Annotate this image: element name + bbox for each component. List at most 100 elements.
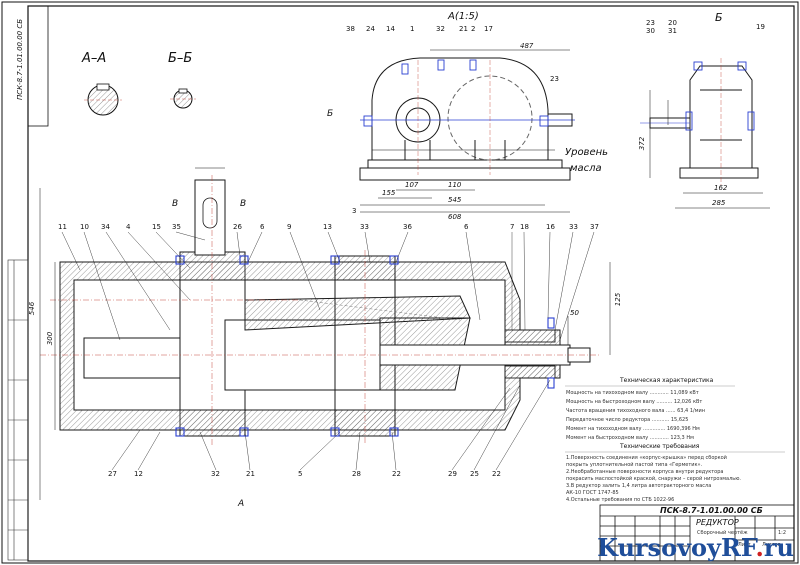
- title-block-code: ПСК-8.7-1.01.00.00 СБ: [660, 506, 763, 515]
- callout-32: 32: [211, 470, 220, 478]
- callout-7: 7: [510, 223, 515, 231]
- spec-line-5: Момент на тихоходном валу ..............…: [566, 426, 700, 432]
- callout-f-23: 23: [550, 75, 559, 83]
- dim-107: 107: [405, 181, 419, 189]
- callout-27: 27: [108, 470, 117, 478]
- view-b-label: Б: [715, 11, 723, 24]
- dim-285: 285: [712, 199, 726, 207]
- side-dimensions: [649, 90, 770, 209]
- callout-leaders: [61, 231, 595, 471]
- oil-level-label-2: масла: [570, 163, 602, 174]
- callout-33b: 33: [569, 223, 578, 231]
- section-aa: [84, 83, 122, 116]
- dim-608: 608: [448, 213, 462, 221]
- plan-section: [40, 175, 600, 445]
- spec-line-2: Мощность на быстроходном валу ..........…: [566, 399, 703, 405]
- callout-34: 34: [101, 223, 110, 231]
- callout-13: 13: [323, 223, 332, 231]
- req-line-2: покрыть уплотнительной пастой типа «Герм…: [566, 462, 703, 468]
- title-block-name: РЕДУКТОР: [696, 518, 739, 527]
- callout-37: 37: [590, 223, 599, 231]
- req-line-1: 1.Поверхность соединения «корпус-крышка»…: [566, 455, 727, 461]
- watermark-tld: ru: [763, 533, 794, 562]
- dim-110: 110: [448, 181, 462, 189]
- section-bb: [170, 88, 196, 109]
- title-block: [599, 504, 795, 562]
- dim-545: 545: [448, 196, 462, 204]
- callout-12: 12: [134, 470, 143, 478]
- req-line-5: 3.В редуктор залить 1,4 литра автотракто…: [566, 483, 712, 489]
- section-aa-label: А–А: [82, 51, 107, 66]
- front-dimensions: [360, 49, 570, 213]
- dim-546: 546: [28, 301, 37, 316]
- callout-26: 26: [233, 223, 242, 231]
- callout-5: 5: [298, 470, 303, 478]
- title-block-sub: Сборочный чертёж: [697, 530, 748, 536]
- dim-162: 162: [714, 184, 728, 192]
- dim-487: 487: [520, 42, 534, 50]
- callout-s-20: 20: [668, 19, 677, 27]
- section-arrow-v-left: В: [172, 199, 179, 209]
- top-code-stamp: ПСК-8.7-1.01.00.00 СБ: [16, 18, 25, 101]
- front-view: [359, 57, 575, 181]
- dim-125: 125: [614, 292, 623, 307]
- spec-line-6: Момент на быстроходном валу ............…: [566, 435, 694, 441]
- callout-9: 9: [287, 223, 292, 231]
- callout-f-17: 17: [484, 25, 493, 33]
- callout-f-3: 3: [352, 207, 357, 215]
- dim-155: 155: [382, 189, 396, 197]
- dim-372: 372: [638, 136, 647, 151]
- oil-level-label-1: Уровень: [565, 147, 609, 158]
- watermark-dot: .: [755, 533, 764, 562]
- callout-s-31: 31: [668, 27, 677, 35]
- side-view-b: [640, 58, 759, 185]
- section-arrow-v-right: В: [240, 199, 247, 209]
- callout-f-14: 14: [386, 25, 395, 33]
- section-arrow-b: Б: [327, 109, 334, 119]
- callout-s-23: 23: [646, 19, 655, 27]
- req-line-4: покрасить маслостойкой краской, снаружи …: [566, 476, 742, 482]
- callout-11: 11: [58, 223, 67, 231]
- req-line-7: 4.Остальные требования по СТБ 1022-96: [566, 497, 675, 503]
- watermark-main: KursovoyRF: [597, 533, 756, 562]
- callout-15: 15: [152, 223, 161, 231]
- req-line-3: 2.Необработанные поверхности корпуса вну…: [566, 469, 724, 475]
- callout-22a: 22: [392, 470, 401, 478]
- callout-33a: 33: [360, 223, 369, 231]
- plan-dimensions: [39, 167, 611, 500]
- callout-25: 25: [470, 470, 479, 478]
- req-line-6: АК-10 ГОСТ 1747-85: [566, 490, 619, 496]
- callout-16: 16: [546, 223, 555, 231]
- spec-title: Техническая характеристика: [620, 377, 714, 384]
- spec-line-4: Передаточное число редуктора ...........…: [566, 417, 689, 423]
- callout-36: 36: [403, 223, 412, 231]
- callout-21: 21: [246, 470, 255, 478]
- callout-4: 4: [126, 223, 131, 231]
- title-block-sheets: Листов: [762, 542, 781, 548]
- spec-line-3: Частота вращения тихоходного вала ......…: [566, 408, 705, 414]
- callout-29: 29: [448, 470, 457, 478]
- callout-35: 35: [172, 223, 181, 231]
- callout-f-2: 2: [471, 25, 476, 33]
- section-arrow-a: А: [238, 499, 245, 509]
- watermark-logo[interactable]: KursovoyRF.ru: [597, 533, 794, 562]
- view-a-label: А(1:5): [448, 11, 479, 22]
- spec-line-1: Мощность на тихоходном валу ............…: [566, 390, 699, 396]
- callout-28: 28: [352, 470, 361, 478]
- section-bb-label: Б–Б: [168, 51, 193, 66]
- title-block-sheet: Лист: [738, 542, 751, 548]
- dim-300: 300: [46, 331, 55, 346]
- callout-6b: 6: [464, 223, 469, 231]
- callout-f-32: 32: [436, 25, 445, 33]
- callout-f-1: 1: [410, 25, 415, 33]
- callout-f-38: 38: [346, 25, 355, 33]
- callout-s-30: 30: [646, 27, 655, 35]
- spec-rules: [565, 385, 785, 453]
- requirements-title: Технические требования: [620, 443, 700, 450]
- callout-s-19: 19: [756, 23, 765, 31]
- callout-22b: 22: [492, 470, 501, 478]
- left-stamp-column: [7, 259, 29, 561]
- dim-50: 50: [570, 309, 579, 317]
